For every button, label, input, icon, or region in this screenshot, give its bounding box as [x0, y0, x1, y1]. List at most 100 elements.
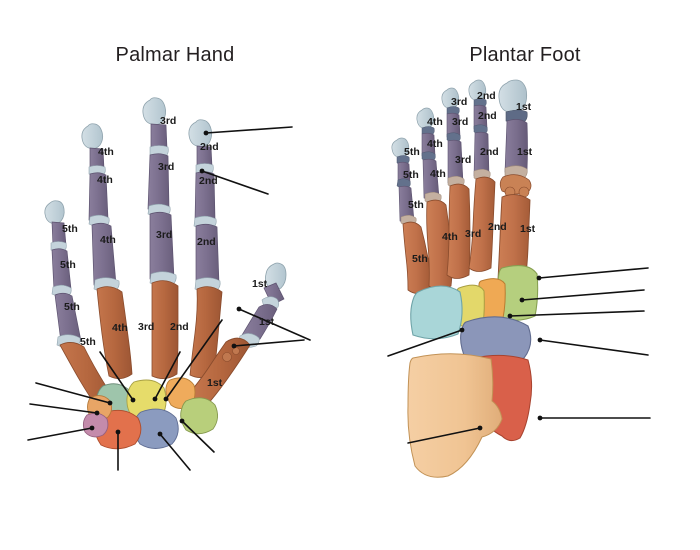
foot-leader-cuneiform-lateral	[509, 310, 645, 317]
hand-leader-lunate	[159, 433, 191, 471]
foot-label-10: 4th	[430, 168, 446, 180]
foot-label-16: 3rd	[465, 228, 481, 240]
hand-leader-trapezoid	[154, 351, 181, 400]
hand-leader-dot-capitate	[130, 397, 136, 403]
hand-label-5: 4th	[97, 174, 113, 186]
hand-leader-dot-pisiform	[94, 410, 100, 416]
foot-label-5: 5th	[403, 169, 419, 181]
hand-leader-trapezium	[181, 420, 215, 453]
bone-triquetrum	[82, 412, 109, 438]
hand-label-11: 2nd	[197, 236, 216, 248]
distal-phalanx-3-hand	[142, 97, 167, 125]
foot-leader-cuneiform-intermediate	[521, 289, 645, 301]
hand-leader-dot-trapezoid	[152, 396, 158, 402]
hand-label-17: 1st	[259, 316, 275, 328]
distal-phalanx-1-hand	[265, 262, 287, 291]
foot-leader-dot-calcaneus	[477, 425, 483, 431]
hand-label-18: 1st	[207, 377, 223, 389]
foot-label-6: 4th	[427, 138, 443, 150]
hand-leader-dot-distal-phalanx-2nd	[203, 130, 209, 136]
foot-toe-1-hallux	[497, 79, 532, 285]
hand-label-1: 4th	[98, 146, 114, 158]
foot-tarsals	[407, 265, 539, 478]
bone-trapezium	[180, 397, 218, 435]
page-title-hand: Palmar Hand	[115, 44, 235, 66]
hand-leader-dot-lunate	[157, 431, 163, 437]
distal-phalanx-5-foot	[391, 137, 410, 158]
hand-leader-pisiform	[29, 403, 98, 414]
foot-label-18: 1st	[520, 223, 536, 235]
bone-calcaneus	[407, 353, 503, 478]
distal-phalanx-3-foot	[441, 87, 460, 109]
hand-leader-capitate	[99, 351, 134, 401]
hand-label-0: 5th	[62, 223, 78, 235]
foot-toe-4	[416, 107, 453, 290]
hand-label-2: 3rd	[160, 115, 176, 127]
foot-label-12: 2nd	[480, 146, 499, 158]
distal-phalanx-1-foot	[498, 79, 528, 113]
hand-label-12: 5th	[80, 336, 96, 348]
hand-digit-1-thumb	[191, 262, 287, 407]
metatarsal-2-foot	[468, 176, 496, 272]
hand-label-9: 4th	[100, 234, 116, 246]
hand-carpals	[82, 377, 218, 450]
hand-leader-dot-scaphoid	[115, 429, 121, 435]
hand-digit-3	[142, 97, 179, 379]
hand-label-15: 2nd	[170, 321, 189, 333]
distal-phalanx-2-hand	[188, 119, 213, 147]
proximal-phalanx-1-hand	[241, 304, 278, 342]
hand-leader-dot-middle-phalanx-2nd	[199, 168, 205, 174]
bone-cuboid	[410, 285, 463, 340]
foot-leader-lines	[387, 267, 651, 444]
distal-phalanx-2-foot	[468, 79, 487, 101]
foot-leader-cuneiform-medial	[538, 267, 649, 279]
hand-label-16: 1st	[252, 278, 268, 290]
hand-label-7: 2nd	[199, 175, 218, 187]
hand-leader-middle-phalanx-2nd	[201, 170, 269, 195]
foot-leader-dot-talus	[537, 415, 543, 421]
foot-leader-cuboid	[387, 329, 463, 357]
foot-label-17: 2nd	[488, 221, 507, 233]
hand-digit-5	[44, 200, 117, 408]
sesamoid-2-hand	[232, 347, 240, 355]
foot-leader-navicular	[539, 339, 649, 356]
metacarpal-3-hand	[151, 280, 179, 379]
hand-leader-metacarpal-head	[165, 319, 223, 400]
foot-leader-dot-cuneiform-intermediate	[519, 297, 525, 303]
foot-label-3: 2nd	[477, 90, 496, 102]
hand-leader-dot-hamate	[107, 400, 113, 406]
hand-leader-dot-triquetrum	[89, 425, 95, 431]
foot-label-7: 3rd	[452, 116, 468, 128]
hand-label-6: 3rd	[158, 161, 174, 173]
hand-label-4: 5th	[60, 259, 76, 271]
hand-leader-distal-phalanx-2nd	[205, 126, 293, 134]
hand-leader-triquetrum	[27, 427, 93, 441]
hand-leader-proximal-phalanx-1st	[238, 308, 311, 341]
hand-leader-dot-metacarpal-1st	[231, 343, 237, 349]
foot-leader-dot-cuboid	[459, 327, 465, 333]
metatarsal-3-foot	[446, 183, 471, 279]
foot-label-11: 3rd	[455, 154, 471, 166]
hand-leader-dot-metacarpal-head	[163, 396, 169, 402]
foot-leader-dot-navicular	[537, 337, 543, 343]
proximal-phalanx-3-hand	[149, 211, 175, 282]
foot-illustration: 5th4th3rd2nd1st5th4th3rd2nd5th4th3rd2nd1…	[387, 79, 651, 478]
foot-label-8: 2nd	[478, 110, 497, 122]
distal-phalanx-5-hand	[44, 200, 65, 225]
hand-leader-dot-proximal-phalanx-1st	[236, 306, 242, 312]
metatarsal-4-foot	[426, 199, 453, 290]
foot-label-13: 1st	[517, 146, 533, 158]
metacarpal-4-hand	[96, 286, 133, 379]
hand-leader-hamate	[35, 382, 111, 404]
panel-plantar-foot: Plantar Foot	[350, 0, 700, 550]
foot-label-0: 5th	[404, 146, 420, 158]
foot-toe-3	[441, 87, 471, 279]
foot-leader-dot-cuneiform-lateral	[507, 313, 513, 319]
foot-label-14: 5th	[412, 253, 428, 265]
distal-phalanx-4-hand	[81, 123, 104, 149]
hand-illustration: 5th4th3rd2nd5th4th3rd2nd5th4th3rd2nd5th4…	[27, 97, 311, 471]
hand-leader-lines	[27, 126, 311, 471]
hand-label-10: 3rd	[156, 229, 172, 241]
hand-label-3: 2nd	[200, 141, 219, 153]
